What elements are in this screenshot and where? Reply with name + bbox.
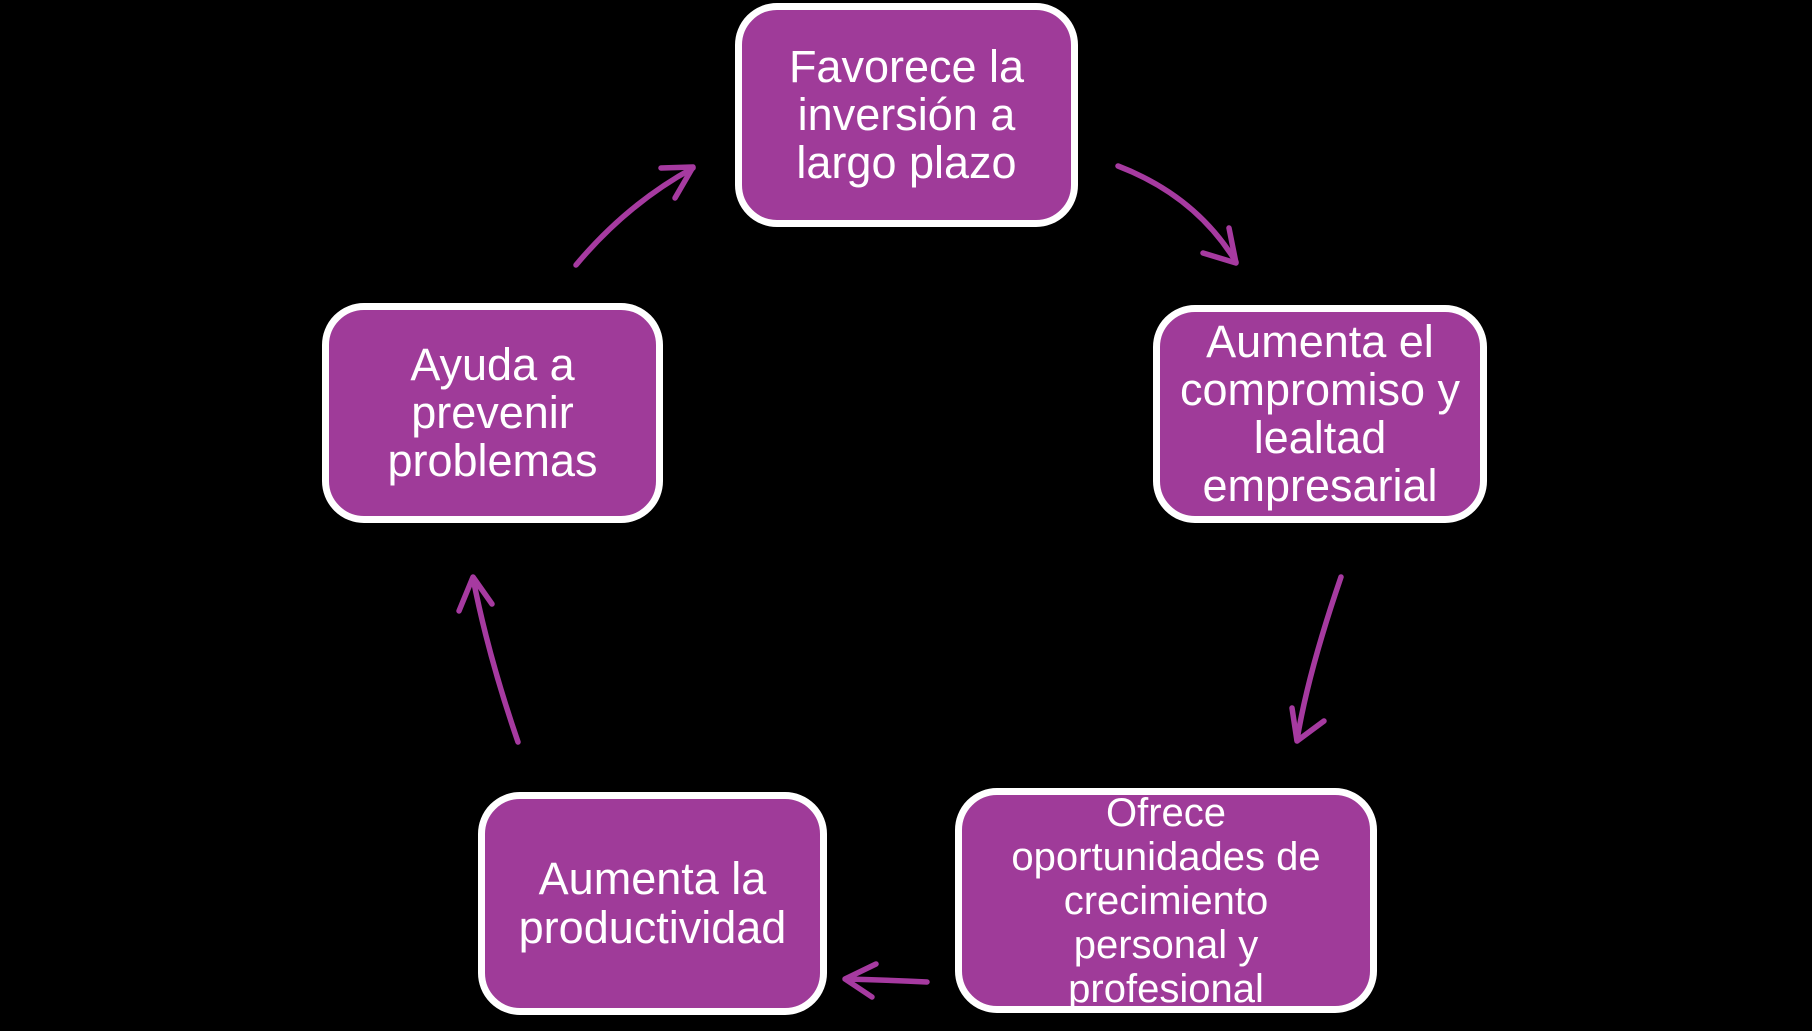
node-aumenta-productividad: Aumenta la productividad [478, 792, 827, 1015]
node-favorece-inversion-label: Favorece la inversión a largo plazo [788, 40, 1025, 189]
node-oportunidades-crecimiento-label: Ofrece oportunidades de crecimiento pers… [1011, 790, 1321, 1011]
node-prevenir-problemas: Ayuda a prevenir problemas [322, 303, 663, 523]
node-favorece-inversion: Favorece la inversión a largo plazo [735, 3, 1078, 227]
arrow-bottom-left-to-left-icon [456, 574, 521, 745]
arrow-left-to-top-icon [573, 164, 696, 268]
node-oportunidades-crecimiento: Ofrece oportunidades de crecimiento pers… [955, 788, 1377, 1013]
node-compromiso-lealtad: Aumenta el compromiso y lealtad empresar… [1153, 305, 1487, 523]
node-prevenir-problemas-label: Ayuda a prevenir problemas [387, 338, 598, 487]
arrow-top-to-right-icon [1115, 163, 1239, 266]
node-compromiso-lealtad-label: Aumenta el compromiso y lealtad empresar… [1179, 315, 1461, 512]
arrow-right-to-bottom-right-icon [1289, 574, 1344, 744]
arrow-bottom-right-to-bottom-left-icon [842, 961, 930, 1000]
node-aumenta-productividad-label: Aumenta la productividad [518, 853, 787, 953]
